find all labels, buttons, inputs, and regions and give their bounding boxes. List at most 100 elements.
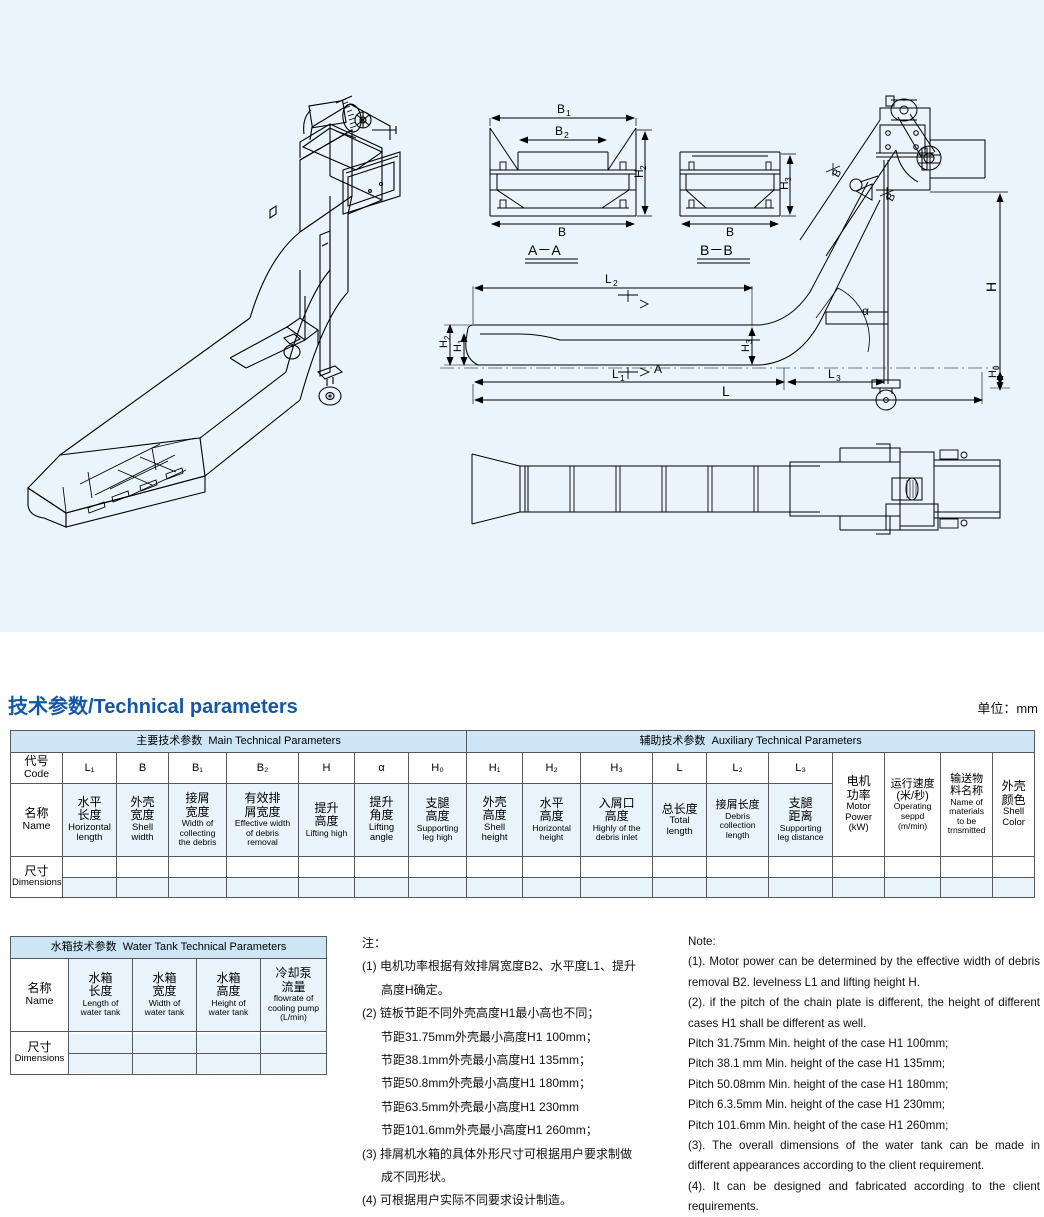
note-en-pitch-1016: Pitch 101.6mm Min. height of the case H1… xyxy=(688,1118,949,1132)
note-en-pitch-381: Pitch 38.1 mm Min. height of the case H1… xyxy=(688,1057,946,1071)
section-title-row: 技术参数/Technical parameters 单位：mm xyxy=(0,690,1044,726)
note-en-4: (4). It can be designed and fabricated a… xyxy=(688,1179,1040,1214)
isometric-conveyor-view xyxy=(27,95,401,528)
side-elevation-view: α L 2 A H 2 H 1 H 3 L 1 xyxy=(438,160,1010,411)
svg-text:1: 1 xyxy=(457,339,466,344)
svg-text:2: 2 xyxy=(443,335,452,340)
note-zh-1a: (1) 电机功率根据有效排屑宽度B2、水平度L1、提升 xyxy=(362,959,637,974)
svg-text:A－A: A－A xyxy=(528,242,561,258)
dim-cell-b1[interactable] xyxy=(168,856,227,898)
dim-cell-h2[interactable] xyxy=(522,856,582,898)
notes-english: Note: (1). Motor power can be determined… xyxy=(688,932,1040,1217)
svg-text:3: 3 xyxy=(745,339,754,344)
note-en-pitch-5008: Pitch 50.08mm Min. height of the case H1… xyxy=(688,1077,949,1091)
col-code-h3: H₃ xyxy=(580,752,654,784)
col-name-h: 提升高度 Lifting high xyxy=(298,783,355,857)
col-code-h: H xyxy=(298,752,355,784)
svg-text:H: H xyxy=(987,370,999,378)
tank-dim-cell-length[interactable] xyxy=(68,1031,133,1075)
plan-top-view xyxy=(471,443,1001,535)
col-code-l1: L₁ xyxy=(62,752,117,784)
dim-cell-l[interactable] xyxy=(652,856,708,898)
note-zh-1b: 高度H确定。 xyxy=(381,982,450,997)
head-assembly-detail: B B H xyxy=(799,95,1008,391)
col-shell-color: 外壳 颜色 Shell Color xyxy=(992,752,1036,857)
svg-text:H: H xyxy=(740,344,752,352)
col-code-alpha: α xyxy=(354,752,409,784)
svg-text:H: H xyxy=(438,340,450,348)
col-code-l3: L₃ xyxy=(768,752,834,784)
note-zh-pitch-635: 节距63.5mm外壳最小高度H1 230mm xyxy=(381,1099,580,1114)
dim-cell-alpha[interactable] xyxy=(354,856,409,898)
svg-text:3: 3 xyxy=(836,373,841,383)
dim-cell-color[interactable] xyxy=(992,856,1036,898)
notes-en-heading: Note: xyxy=(688,935,716,948)
tank-dim-cell-height[interactable] xyxy=(196,1031,261,1075)
col-operating-speed: 运行速度 (米/秒) Operating seppd (m/min) xyxy=(884,752,942,857)
note-zh-2: (2) 链板节距不同外壳高度H1最小高也不同； xyxy=(362,1006,600,1021)
tank-row-label-name: 名称 Name xyxy=(10,958,69,1032)
tank-dimensions-row: 尺寸 Dimensions xyxy=(10,1031,328,1075)
row-label-name: 名称 Name xyxy=(10,783,63,857)
dim-cell-b2[interactable] xyxy=(226,856,299,898)
dim-cell-material[interactable] xyxy=(940,856,994,898)
dim-cell-speed[interactable] xyxy=(884,856,942,898)
dim-cell-motor-power[interactable] xyxy=(832,856,886,898)
section-aa-view: B 1 B 2 B H 2 A－A xyxy=(489,102,652,264)
dim-cell-l2[interactable] xyxy=(706,856,770,898)
col-code-b1: B₁ xyxy=(168,752,227,784)
row-label-dimensions: 尺寸 Dimensions xyxy=(10,856,63,898)
notes-chinese: 注： (1) 电机功率根据有效排屑宽度B2、水平度L1、提升 高度H确定。 (2… xyxy=(362,932,680,1213)
technical-drawing-panel: B 1 B 2 B H 2 A－A xyxy=(0,0,1044,632)
dim-cell-h3[interactable] xyxy=(580,856,654,898)
notes-zh-heading: 注： xyxy=(362,936,387,950)
svg-text:A: A xyxy=(654,362,662,376)
note-zh-3b: 成不同形状。 xyxy=(381,1169,454,1184)
tank-dim-cell-pump-flow[interactable] xyxy=(259,1031,328,1075)
drawing-svg: B 1 B 2 B H 2 A－A xyxy=(27,95,1010,535)
col-code-h0: H₀ xyxy=(407,752,468,784)
section-bb-view: B H 3 B－B xyxy=(679,151,796,264)
svg-text:2: 2 xyxy=(613,278,618,288)
page-title: 技术参数/Technical parameters xyxy=(8,696,298,718)
col-code-h2: H₂ xyxy=(522,752,582,784)
col-code-h1: H₁ xyxy=(466,752,524,784)
svg-text:B: B xyxy=(726,225,734,239)
dim-cell-b[interactable] xyxy=(116,856,169,898)
note-en-2: (2). if the pitch of the chain plate is … xyxy=(688,996,1040,1030)
svg-text:B: B xyxy=(558,225,566,239)
col-material-name: 输送物 料名称 Name of materials to be trnsmitt… xyxy=(940,752,994,857)
col-motor-power: 电机 功率 Motor Power (kW) xyxy=(832,752,886,857)
dim-cell-l3[interactable] xyxy=(768,856,834,898)
svg-text:H: H xyxy=(452,344,464,352)
dim-cell-h1[interactable] xyxy=(466,856,524,898)
dim-cell-h[interactable] xyxy=(298,856,355,898)
dim-cell-h0[interactable] xyxy=(407,856,468,898)
note-en-3: (3). The overall dimensions of the water… xyxy=(688,1138,1040,1173)
note-en-1: (1). Motor power can be determined by th… xyxy=(688,955,1040,989)
svg-text:2: 2 xyxy=(638,165,648,170)
svg-text:B: B xyxy=(557,102,565,116)
dim-cell-l1[interactable] xyxy=(62,856,117,898)
svg-text:B: B xyxy=(555,124,563,138)
svg-text:3: 3 xyxy=(783,177,793,182)
svg-text:2: 2 xyxy=(564,130,569,140)
svg-text:L: L xyxy=(828,367,835,381)
tank-dim-cell-width[interactable] xyxy=(132,1031,197,1075)
table-code-row: 代号 Code L₁ B B₁ B₂ H α H₀ H₁ H₂ H₃ L L₂ … xyxy=(10,752,1036,857)
svg-text:0: 0 xyxy=(992,365,1001,370)
note-en-pitch-635: Pitch 6.3.5mm Min. height of the case H1… xyxy=(688,1098,946,1112)
